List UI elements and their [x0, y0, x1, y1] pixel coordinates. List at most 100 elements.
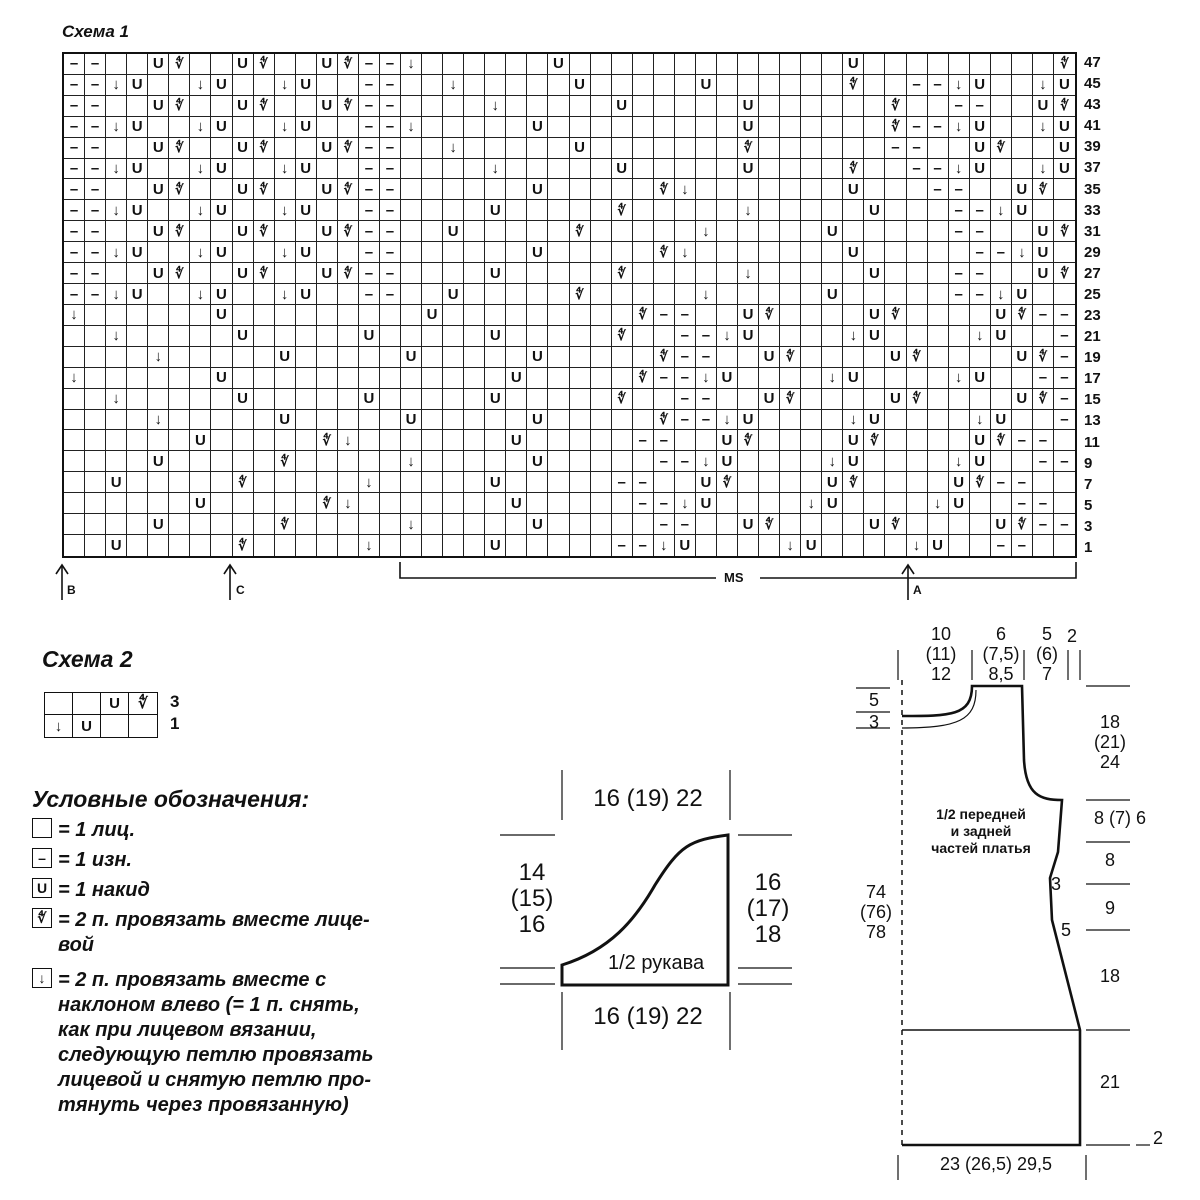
chart-cell	[843, 304, 865, 326]
chart-cell	[464, 200, 486, 222]
chart-cell	[801, 284, 823, 305]
chart-cell: U	[843, 54, 865, 75]
chart-cell	[759, 451, 781, 473]
chart-cell	[401, 493, 423, 515]
chart-cell: ∜	[611, 325, 633, 347]
chart-cell	[211, 430, 233, 452]
chart-cell: U	[106, 472, 128, 494]
chart-cell: ∜	[759, 514, 781, 536]
chart-cell	[148, 367, 170, 389]
chart-cell	[169, 409, 191, 431]
chart-cell	[169, 472, 191, 494]
chart-cell	[801, 388, 823, 410]
chart-cell	[780, 116, 802, 138]
chart-cell	[169, 74, 191, 96]
chart-cell	[780, 451, 802, 473]
chart-cell	[590, 472, 612, 494]
chart-cell	[253, 200, 275, 222]
chart-cell	[590, 367, 612, 389]
chart-cell	[716, 116, 738, 138]
ms-label: MS	[724, 570, 744, 585]
chart-cell	[801, 263, 823, 285]
chart-cell: ↓	[969, 325, 991, 347]
chart-cell	[337, 409, 359, 431]
chart-cell: U	[190, 493, 212, 515]
chart-cell	[506, 74, 528, 96]
chart-cell	[148, 535, 170, 556]
chart-cell	[717, 535, 738, 556]
chart-cell: ↓	[822, 451, 844, 473]
chart-cell: U	[1011, 284, 1033, 305]
chart-cell: –	[1053, 451, 1075, 473]
chart-cell: ∜	[716, 472, 738, 494]
chart-cell	[506, 221, 528, 243]
chart-cell	[106, 179, 128, 201]
chart-cell: –	[64, 54, 86, 75]
chart-cell: U	[422, 304, 444, 326]
chart-cell	[780, 54, 802, 75]
chart-cell	[927, 430, 949, 452]
legend-symbol: ↓	[32, 968, 52, 988]
chart-cell	[843, 346, 865, 368]
chart-cell: U	[885, 346, 907, 368]
chart-cell	[127, 325, 149, 347]
chart-cell	[274, 493, 296, 515]
chart-cell	[506, 284, 528, 305]
chart-cell	[169, 388, 191, 410]
chart-cell	[906, 304, 928, 326]
chart-cell	[780, 137, 802, 159]
chart-cell: –	[653, 304, 675, 326]
chart-cell: U	[716, 367, 738, 389]
chart-cell	[464, 137, 486, 159]
chart-cell	[695, 263, 717, 285]
chart-cell	[780, 367, 802, 389]
chart-cell	[548, 95, 570, 117]
chart-cell	[422, 74, 444, 96]
chart-cell: U	[759, 346, 781, 368]
chart-cell	[569, 179, 591, 201]
chart-cell	[653, 116, 675, 138]
chart-cell	[548, 284, 570, 305]
chart-cell	[422, 451, 444, 473]
chart-cell	[927, 242, 949, 264]
chart-cell	[316, 367, 338, 389]
chart-cell	[464, 158, 486, 180]
legend-text: = 1 лиц.	[58, 819, 136, 841]
chart-cell: –	[1053, 326, 1075, 347]
chart-cell	[695, 242, 717, 264]
chart-cell	[422, 430, 444, 452]
chart-cell: –	[1053, 305, 1075, 326]
chart-cell: U	[969, 430, 991, 452]
chart-cell	[1032, 472, 1054, 494]
chart-cell: U	[295, 242, 317, 264]
chart-cell	[738, 284, 760, 305]
chart-cell	[1053, 242, 1075, 264]
chart-cell	[274, 137, 296, 159]
chart-cell: ↓	[190, 158, 212, 180]
chart-cell	[190, 221, 212, 243]
chart-cell: U	[73, 715, 101, 737]
chart-cell	[653, 221, 675, 243]
chart-cell	[843, 137, 865, 159]
chart-cell	[127, 472, 149, 494]
chart-cell: –	[906, 116, 928, 138]
chart-cell	[864, 74, 886, 96]
chart-cell	[653, 74, 675, 96]
chart-cell	[738, 472, 760, 494]
chart-cell: ↓	[674, 179, 696, 201]
chart-cell	[780, 95, 802, 117]
row-number: 5	[1084, 496, 1093, 514]
chart-cell	[85, 346, 107, 368]
chart-cell	[548, 367, 570, 389]
chart-cell	[590, 388, 612, 410]
chart-cell	[485, 304, 507, 326]
chart-cell	[822, 388, 844, 410]
chart-cell: –	[64, 158, 86, 180]
chart-cell	[64, 388, 86, 410]
chart-cell	[611, 137, 633, 159]
row-number: 45	[1084, 75, 1101, 93]
row-number: 39	[1084, 138, 1101, 156]
chart-cell	[295, 472, 317, 494]
chart-cell	[211, 179, 233, 201]
chart-cell	[337, 325, 359, 347]
